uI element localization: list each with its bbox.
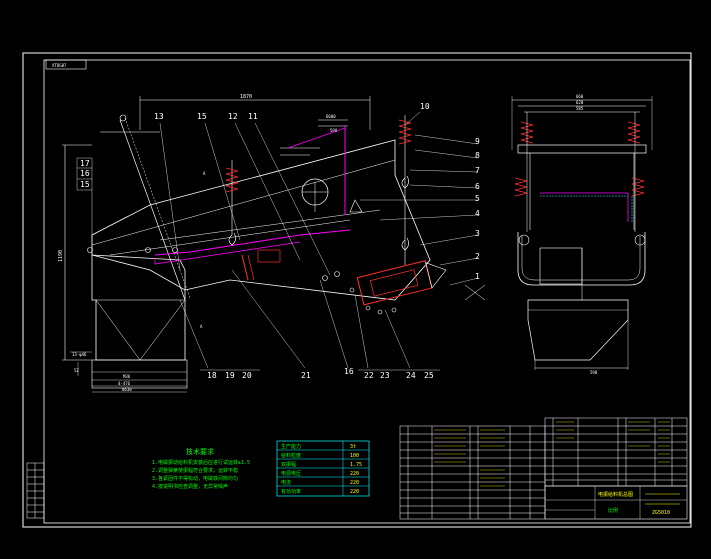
side-dim-c: 585 xyxy=(576,106,584,111)
balloon-13: 13 xyxy=(154,112,164,121)
dim-bottom-a: M36 xyxy=(123,374,131,379)
drawing-code: XTDG87 xyxy=(52,63,67,68)
balloon-25: 25 xyxy=(424,371,434,380)
balloon-16-bottom: 16 xyxy=(344,367,354,376)
view-mark-a1: A xyxy=(203,171,206,176)
view-mark-a2: A xyxy=(200,324,203,329)
inner-frame xyxy=(43,59,691,524)
tech-req-title: 技术要求 xyxy=(186,447,214,456)
dim-top-total: 1870 xyxy=(240,94,252,100)
side-dim-b: 620 xyxy=(576,100,584,105)
bom-table-right xyxy=(544,417,688,487)
tech-req-line-4: 4.按说明书检查调整，无异常噪声 xyxy=(152,483,228,490)
param-name-6: 有功功率 xyxy=(281,488,301,495)
bom-table xyxy=(399,425,546,520)
balloon-20: 20 xyxy=(242,371,252,380)
param-table: 生产能力 3t 给料粒度 100 双振幅 1.75 电源电压 220 电流 22… xyxy=(276,440,370,497)
side-dim-a: 660 xyxy=(576,94,584,99)
balloon-6: 6 xyxy=(475,182,480,191)
dim-top-b: 500 xyxy=(330,128,338,133)
bom-right-yellow xyxy=(556,421,670,463)
dim-bottom-b: 4-476 xyxy=(118,381,131,386)
balloon-12: 12 xyxy=(228,112,238,121)
balloon-5: 5 xyxy=(475,194,480,203)
dim-left-small: 13-φ46 xyxy=(72,352,87,357)
side-view: 660 620 585 59 xyxy=(511,94,653,375)
balloons-top: 13 15 12 11 10 xyxy=(154,102,430,121)
param-value-3: 1.75 xyxy=(350,462,362,468)
dim-left-small-b: 5Z xyxy=(74,368,79,373)
balloon-15-left: 15 xyxy=(80,180,90,189)
balloon-1: 1 xyxy=(475,272,480,281)
balloon-10: 10 xyxy=(420,102,430,111)
balloon-2: 2 xyxy=(475,252,480,261)
param-value-5: 220 xyxy=(350,480,359,486)
front-view: 1870 6600 500 1190 xyxy=(58,94,486,393)
balloon-15-top: 15 xyxy=(197,112,207,121)
dim-bottom-c: 8630 xyxy=(122,387,132,392)
param-name-5: 电流 xyxy=(281,479,291,486)
title-small: 比例 xyxy=(608,507,618,514)
balloon-8: 8 xyxy=(475,151,480,160)
balloon-17: 17 xyxy=(80,159,90,168)
balloon-11: 11 xyxy=(248,112,258,121)
balloon-16-left: 16 xyxy=(80,169,90,178)
param-value-6: 220 xyxy=(350,489,359,495)
param-value-4: 220 xyxy=(350,471,359,477)
param-name-1: 生产能力 xyxy=(281,443,301,450)
balloon-24: 24 xyxy=(406,371,416,380)
balloon-23: 23 xyxy=(380,371,390,380)
title-text: 电振给料机总图 xyxy=(598,491,633,498)
title-code: ZG5010 xyxy=(652,510,670,516)
param-name-4: 电源电压 xyxy=(281,470,301,477)
balloon-18: 18 xyxy=(207,371,217,380)
side-dim-bottom: 590 xyxy=(590,370,598,375)
dim-left-height: 1190 xyxy=(58,250,64,262)
title-block: 电振给料机总图 ZG5010 比例 xyxy=(544,485,688,520)
param-name-2: 给料粒度 xyxy=(281,452,301,459)
balloon-4: 4 xyxy=(475,209,480,218)
balloons-right: 9 8 7 6 5 4 3 2 1 xyxy=(475,137,480,281)
balloon-9: 9 xyxy=(475,137,480,146)
balloon-22: 22 xyxy=(364,371,374,380)
tech-req-line-1: 1.电磁振动给料机安装后应进行试运转±1.5 xyxy=(152,459,250,466)
param-value-1: 3t xyxy=(350,444,356,450)
balloon-19: 19 xyxy=(225,371,235,380)
balloons-bottom: 18 19 20 21 16 22 23 24 25 xyxy=(200,367,440,380)
balloon-7: 7 xyxy=(475,166,480,175)
tech-req-line-3: 3.各紧固件不得松动，电磁铁间隙均匀 xyxy=(152,475,238,482)
tech-req-line-2: 2.调整弹簧使振幅符合要求，运转平稳 xyxy=(152,467,238,474)
tech-requirements: 技术要求 1.电磁振动给料机安装后应进行试运转±1.5 2.调整弹簧使振幅符合要… xyxy=(152,447,250,490)
balloon-21: 21 xyxy=(301,371,311,380)
param-name-3: 双振幅 xyxy=(281,461,296,468)
code-box xyxy=(45,59,87,70)
outer-frame xyxy=(22,52,692,528)
balloons-left: 17 16 15 xyxy=(76,157,93,255)
left-stamp xyxy=(26,462,45,519)
bom-table-yellow xyxy=(434,429,505,487)
dim-top-a: 6600 xyxy=(326,114,336,119)
param-value-2: 100 xyxy=(350,453,359,459)
balloon-3: 3 xyxy=(475,229,480,238)
